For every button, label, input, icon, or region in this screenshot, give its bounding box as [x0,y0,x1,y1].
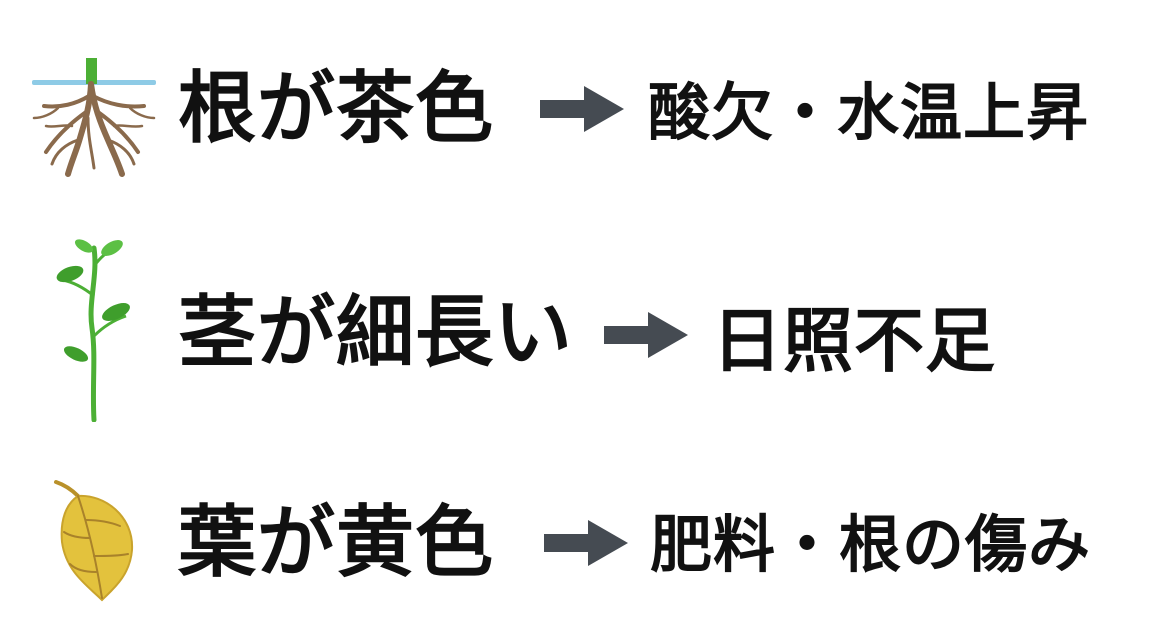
symptom-text: 葉が黄色 [178,498,495,588]
arrow-right-icon [540,86,624,132]
cause-text: 酸欠・水温上昇 [648,76,1090,149]
arrow-right-icon [544,520,628,566]
symptom-text: 根が茶色 [178,64,495,154]
symptom-row-stem: 茎が細長い 日照不足 [0,236,1162,422]
symptom-row-leaf: 葉が黄色 肥料・根の傷み [0,470,1162,610]
arrow-right-icon [604,312,688,358]
sprout-icon [56,239,130,422]
cause-text: 肥料・根の傷み [650,508,1092,581]
roots-icon [32,58,156,177]
cause-text: 日照不足 [712,300,996,382]
symptom-text: 茎が細長い [178,288,574,378]
yellow-leaf-icon [54,480,134,602]
symptom-row-roots: 根が茶色 酸欠・水温上昇 [0,40,1162,180]
